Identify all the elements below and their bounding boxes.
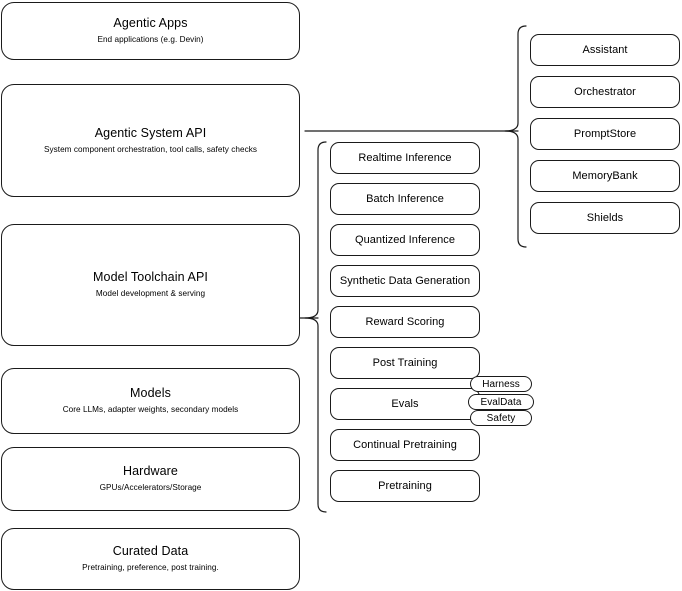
capability-pretraining[interactable]: Pretraining bbox=[330, 470, 480, 502]
layer-subtitle: Pretraining, preference, post training. bbox=[82, 563, 219, 572]
brace-model-toolchain bbox=[304, 141, 327, 513]
eval-badge-harness[interactable]: Harness bbox=[470, 376, 532, 392]
layer-title: Models bbox=[130, 386, 171, 400]
layer-subtitle: System component orchestration, tool cal… bbox=[43, 144, 258, 154]
capability-label: Quantized Inference bbox=[354, 233, 455, 246]
eval-badge-label: Harness bbox=[482, 378, 520, 390]
component-promptstore[interactable]: PromptStore bbox=[530, 118, 680, 150]
capability-label: Realtime Inference bbox=[358, 151, 452, 164]
eval-badge-safety[interactable]: Safety bbox=[470, 410, 532, 426]
capability-batch-inference[interactable]: Batch Inference bbox=[330, 183, 480, 215]
capability-label: MemoryBank bbox=[572, 169, 638, 182]
capability-label: Continual Pretraining bbox=[353, 438, 457, 451]
capability-reward-scoring[interactable]: Reward Scoring bbox=[330, 306, 480, 338]
component-memorybank[interactable]: MemoryBank bbox=[530, 160, 680, 192]
component-shields[interactable]: Shields bbox=[530, 202, 680, 234]
layer-card-agentic-system-api[interactable]: Agentic System API System component orche… bbox=[1, 84, 300, 197]
capability-realtime-inference[interactable]: Realtime Inference bbox=[330, 142, 480, 174]
capability-label: Post Training bbox=[372, 356, 438, 369]
layer-subtitle: GPUs/Accelerators/Storage bbox=[99, 483, 202, 492]
capability-label: Reward Scoring bbox=[365, 315, 445, 328]
layer-card-model-toolchain-api[interactable]: Model Toolchain API Model development & s… bbox=[1, 224, 300, 346]
capability-label: Assistant bbox=[582, 43, 628, 56]
capability-continual-pretraining[interactable]: Continual Pretraining bbox=[330, 429, 480, 461]
capability-synthetic-data-generation[interactable]: Synthetic Data Generation bbox=[330, 265, 480, 297]
layer-title: Agentic Apps bbox=[113, 16, 188, 30]
eval-badge-label: EvalData bbox=[480, 396, 522, 408]
layer-title: Curated Data bbox=[112, 544, 189, 558]
brace-agentic-system bbox=[504, 25, 527, 248]
layer-title: Model Toolchain API bbox=[93, 270, 208, 284]
layer-subtitle: End applications (e.g. Devin) bbox=[97, 35, 204, 44]
capability-label: Shields bbox=[586, 211, 624, 224]
capability-label: PromptStore bbox=[573, 127, 637, 140]
layer-subtitle: Core LLMs, adapter weights, secondary mo… bbox=[62, 405, 239, 414]
component-orchestrator[interactable]: Orchestrator bbox=[530, 76, 680, 108]
capability-evals[interactable]: Evals bbox=[330, 388, 480, 420]
eval-badge-label: Safety bbox=[486, 412, 516, 424]
layer-title: Hardware bbox=[123, 464, 178, 478]
capability-post-training[interactable]: Post Training bbox=[330, 347, 480, 379]
component-assistant[interactable]: Assistant bbox=[530, 34, 680, 66]
capability-label: Evals bbox=[391, 397, 419, 410]
capability-quantized-inference[interactable]: Quantized Inference bbox=[330, 224, 480, 256]
layer-subtitle: Model development & serving bbox=[95, 289, 206, 298]
eval-badge-evaldata[interactable]: EvalData bbox=[468, 394, 534, 410]
capability-label: Synthetic Data Generation bbox=[339, 274, 471, 287]
capability-label: Batch Inference bbox=[366, 192, 444, 205]
layer-title: Agentic System API bbox=[94, 125, 207, 140]
capability-label: Pretraining bbox=[378, 479, 432, 492]
capability-label: Orchestrator bbox=[574, 85, 636, 98]
